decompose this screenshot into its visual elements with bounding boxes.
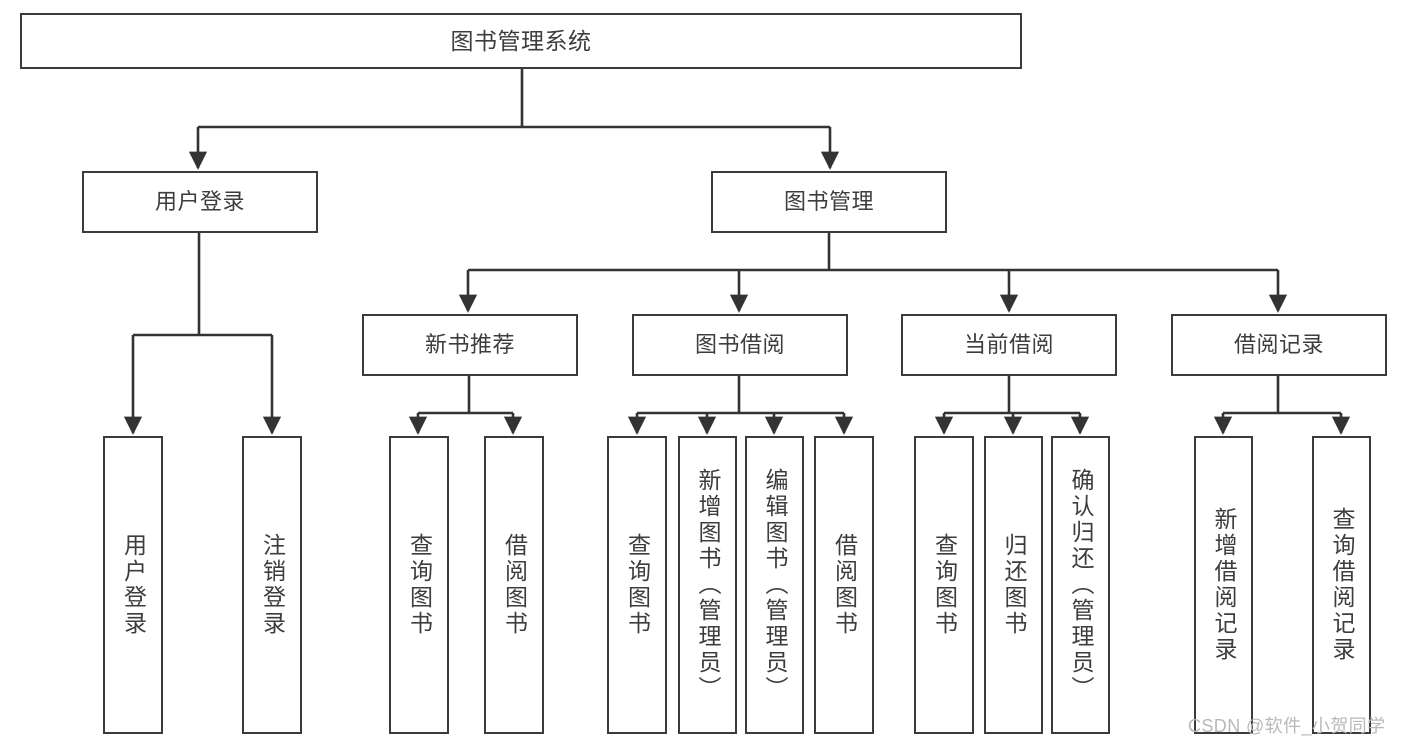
node-leaf-borrow-book-1[interactable]: 借阅图书 [484, 436, 544, 734]
node-leaf-add-record-label: 新增借阅记录 [1211, 507, 1237, 663]
node-leaf-return-book[interactable]: 归还图书 [984, 436, 1043, 734]
node-leaf-borrow-book-1-label: 借阅图书 [501, 533, 528, 637]
node-leaf-query-book-3[interactable]: 查询图书 [914, 436, 974, 734]
node-leaf-query-book-2-label: 查询图书 [624, 533, 651, 637]
node-user-login[interactable]: 用户登录 [82, 171, 318, 233]
node-borrow-record[interactable]: 借阅记录 [1171, 314, 1387, 376]
node-borrow-record-label: 借阅记录 [1233, 332, 1324, 358]
node-leaf-edit-book-label: 编辑图书（管理员） [762, 468, 788, 702]
node-user-login-label: 用户登录 [154, 189, 245, 215]
node-leaf-user-logout[interactable]: 注销登录 [242, 436, 302, 734]
node-root[interactable]: 图书管理系统 [20, 13, 1022, 69]
node-leaf-add-book[interactable]: 新增图书（管理员） [678, 436, 737, 734]
node-leaf-confirm-return[interactable]: 确认归还（管理员） [1051, 436, 1110, 734]
node-leaf-user-login[interactable]: 用户登录 [103, 436, 163, 734]
node-root-label: 图书管理系统 [450, 27, 592, 54]
node-book-borrow-label: 图书借阅 [694, 332, 785, 358]
node-leaf-query-book-3-label: 查询图书 [931, 533, 958, 637]
node-current-borrow-label: 当前借阅 [963, 332, 1054, 358]
node-leaf-user-login-label: 用户登录 [120, 533, 147, 637]
node-book-manage-label: 图书管理 [783, 189, 874, 215]
node-new-book-recommend-label: 新书推荐 [424, 332, 515, 358]
node-leaf-query-book-1[interactable]: 查询图书 [389, 436, 449, 734]
node-leaf-query-book-1-label: 查询图书 [406, 533, 433, 637]
node-leaf-borrow-book-2[interactable]: 借阅图书 [814, 436, 874, 734]
node-leaf-edit-book[interactable]: 编辑图书（管理员） [745, 436, 804, 734]
node-new-book-recommend[interactable]: 新书推荐 [362, 314, 578, 376]
node-leaf-return-book-label: 归还图书 [1001, 533, 1027, 637]
node-book-manage[interactable]: 图书管理 [711, 171, 947, 233]
node-book-borrow[interactable]: 图书借阅 [632, 314, 848, 376]
node-current-borrow[interactable]: 当前借阅 [901, 314, 1117, 376]
node-leaf-borrow-book-2-label: 借阅图书 [831, 533, 858, 637]
node-leaf-confirm-return-label: 确认归还（管理员） [1068, 468, 1094, 702]
csdn-watermark: CSDN @软件_小贺同学 [1188, 716, 1386, 736]
node-leaf-query-book-2[interactable]: 查询图书 [607, 436, 667, 734]
node-leaf-user-logout-label: 注销登录 [259, 533, 286, 637]
node-leaf-query-record[interactable]: 查询借阅记录 [1312, 436, 1371, 734]
node-leaf-query-record-label: 查询借阅记录 [1329, 507, 1355, 663]
node-leaf-add-book-label: 新增图书（管理员） [695, 468, 721, 702]
node-leaf-add-record[interactable]: 新增借阅记录 [1194, 436, 1253, 734]
